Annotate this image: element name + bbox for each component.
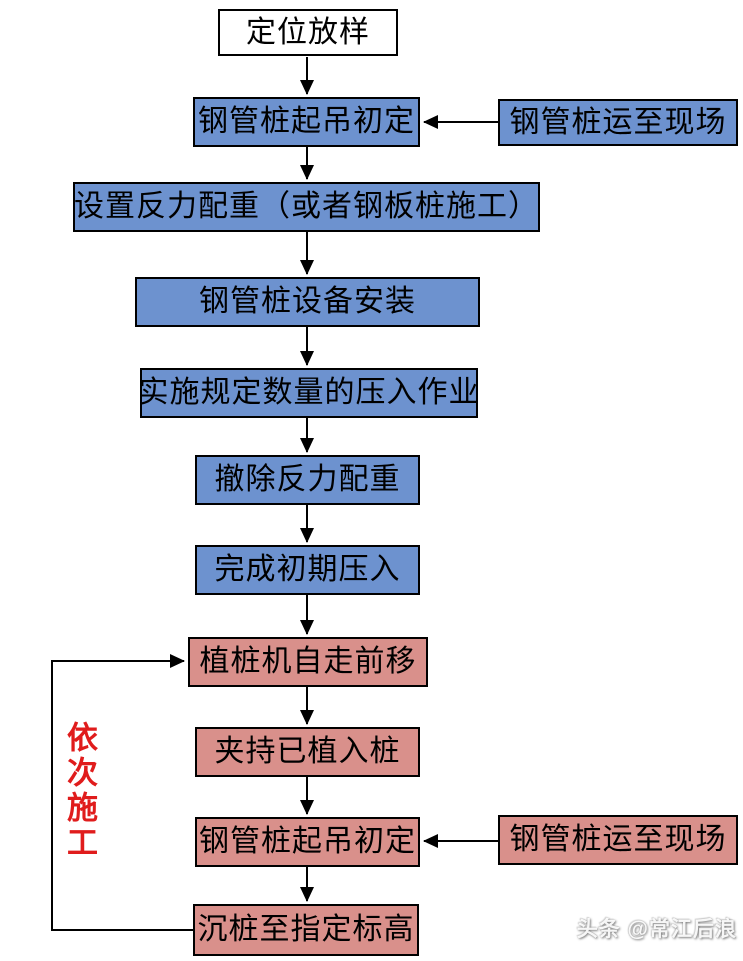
side-box-pile-delivery-2: 钢管桩运至现场 [498,815,738,865]
step-label: 钢管桩起吊初定 [198,105,415,138]
step-box-press-in-operation: 实施规定数量的压入作业 [138,368,480,418]
step-box-initial-press-complete: 完成初期压入 [195,545,420,595]
side-box-pile-delivery-1: 钢管桩运至现场 [498,99,738,146]
step-label: 植桩机自走前移 [199,645,417,678]
step-label: 钢管桩起吊初定 [199,825,416,858]
start-box-label: 定位放样 [246,15,370,49]
step-label: 完成初期压入 [214,553,401,586]
step-box-pile-hoist-initial-2: 钢管桩起吊初定 [195,817,420,867]
step-box-remove-counterweight: 撤除反力配重 [195,455,420,505]
step-label: 设置反力配重（或者钢板桩施工） [74,190,539,223]
watermark-toutiao: 头条 @常江后浪 [576,918,737,941]
loop-caption-sequential-construction: 依次施工 [62,721,97,861]
step-box-sink-to-elevation: 沉桩至指定标高 [193,904,419,956]
step-label: 撤除反力配重 [214,463,401,496]
step-box-clamp-planted-pile: 夹持已植入桩 [195,727,420,777]
step-label: 钢管桩设备安装 [199,285,416,318]
step-label: 实施规定数量的压入作业 [138,376,480,409]
side-box-label: 钢管桩运至现场 [509,105,727,139]
step-box-counterweight-setup: 设置反力配重（或者钢板桩施工） [73,182,540,232]
step-label: 沉桩至指定标高 [197,913,415,946]
step-box-equipment-install: 钢管桩设备安装 [135,277,480,327]
side-box-label: 钢管桩运至现场 [509,823,727,856]
step-box-machine-self-advance: 植桩机自走前移 [188,637,428,687]
step-label: 夹持已植入桩 [214,735,401,768]
step-box-pile-hoist-initial-1: 钢管桩起吊初定 [193,97,420,147]
start-box-positioning-layout: 定位放样 [218,9,398,56]
